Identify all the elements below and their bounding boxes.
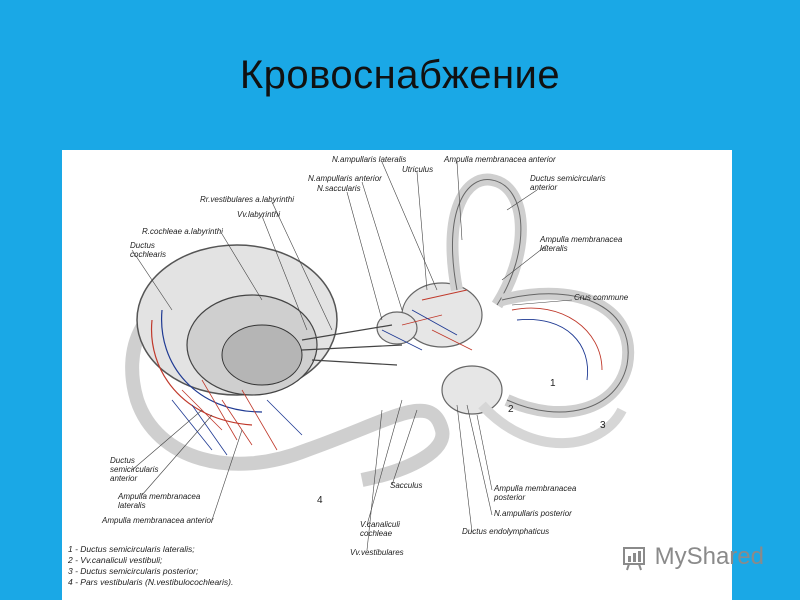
- legend-line-1: 1 - Ductus semicircularis lateralis;: [68, 544, 195, 554]
- label-ampulla-lateralis-left-2: lateralis: [118, 501, 146, 510]
- legend-line-4: 4 - Pars vestibularis (N.vestibulocochle…: [68, 577, 233, 587]
- label-sacculus: Sacculus: [390, 481, 422, 490]
- label-n-saccularis: N.saccularis: [317, 184, 361, 193]
- label-crus-commune: Crus commune: [574, 293, 629, 302]
- semicircular-ducts-drawing: [301, 173, 635, 449]
- label-utriculus: Utriculus: [402, 165, 433, 174]
- label-ductus-cochlearis-2: cochlearis: [130, 250, 166, 259]
- label-r-cochleae: R.cochleae a.labyrinthi: [142, 227, 223, 236]
- leader-lines: [131, 161, 573, 551]
- slide-title: Кровоснабжение: [239, 52, 561, 97]
- label-ductus-semicircularis-anterior-2: anterior: [530, 183, 557, 192]
- label-vv-vestibulares: Vv.vestibulares: [350, 548, 404, 557]
- label-ductus-semicircularis-anterior-1: Ductus semicircularis: [530, 174, 606, 183]
- label-ampulla-lateralis-right-2: lateralis: [540, 244, 568, 253]
- vestibule-drawing: [376, 282, 503, 415]
- label-n-ampullaris-anterior: N.ampullaris anterior: [308, 174, 382, 183]
- label-n-ampullaris-posterior: N.ampullaris posterior: [494, 509, 572, 518]
- label-n-ampullaris-lateralis: N.ampullaris lateralis: [332, 155, 406, 164]
- label-ampulla-posterior-2: posterior: [493, 493, 525, 502]
- label-ductus-sc-anterior-left-2: semicircularis: [110, 465, 158, 474]
- label-ductus-sc-anterior-left-1: Ductus: [110, 456, 135, 465]
- anatomy-figure: N.ampullaris lateralis Ampulla membranac…: [62, 150, 732, 600]
- watermark-text: MyShared: [654, 543, 764, 570]
- legend-line-3: 3 - Ductus semicircularis posterior;: [68, 566, 199, 576]
- label-ductus-cochlearis-1: Ductus: [130, 241, 155, 250]
- label-v-canaliculi-2: cochleae: [360, 529, 393, 538]
- watermark: MyShared: [621, 542, 764, 572]
- number-marker-1: 1: [550, 378, 556, 389]
- label-v-canaliculi-1: V.canaliculi: [360, 520, 400, 529]
- label-vv-labyrinthi: Vv.labyrinthi: [237, 210, 280, 219]
- number-marker-2: 2: [508, 404, 514, 415]
- legend-line-2: 2 - Vv.canaliculi vestibuli;: [67, 555, 163, 565]
- label-ampulla-lateralis-right-1: Ampulla membranacea: [539, 235, 623, 244]
- label-ductus-endolymphaticus: Ductus endolymphaticus: [462, 527, 549, 536]
- myshared-logo-icon: [622, 547, 645, 571]
- number-marker-3: 3: [600, 420, 606, 431]
- number-marker-4: 4: [317, 495, 323, 506]
- label-ductus-sc-anterior-left-3: anterior: [110, 474, 137, 483]
- label-ampulla-membranacea-anterior-top: Ampulla membranacea anterior: [443, 155, 556, 164]
- label-rr-vestibulares: Rr.vestibulares a.labyrinthi: [200, 195, 294, 204]
- label-ampulla-anterior-bottom: Ampulla membranacea anterior: [101, 516, 214, 525]
- label-ampulla-posterior-1: Ampulla membranacea: [493, 484, 577, 493]
- inner-ear-illustration: N.ampullaris lateralis Ampulla membranac…: [67, 155, 635, 587]
- label-ampulla-lateralis-left-1: Ampulla membranacea: [117, 492, 201, 501]
